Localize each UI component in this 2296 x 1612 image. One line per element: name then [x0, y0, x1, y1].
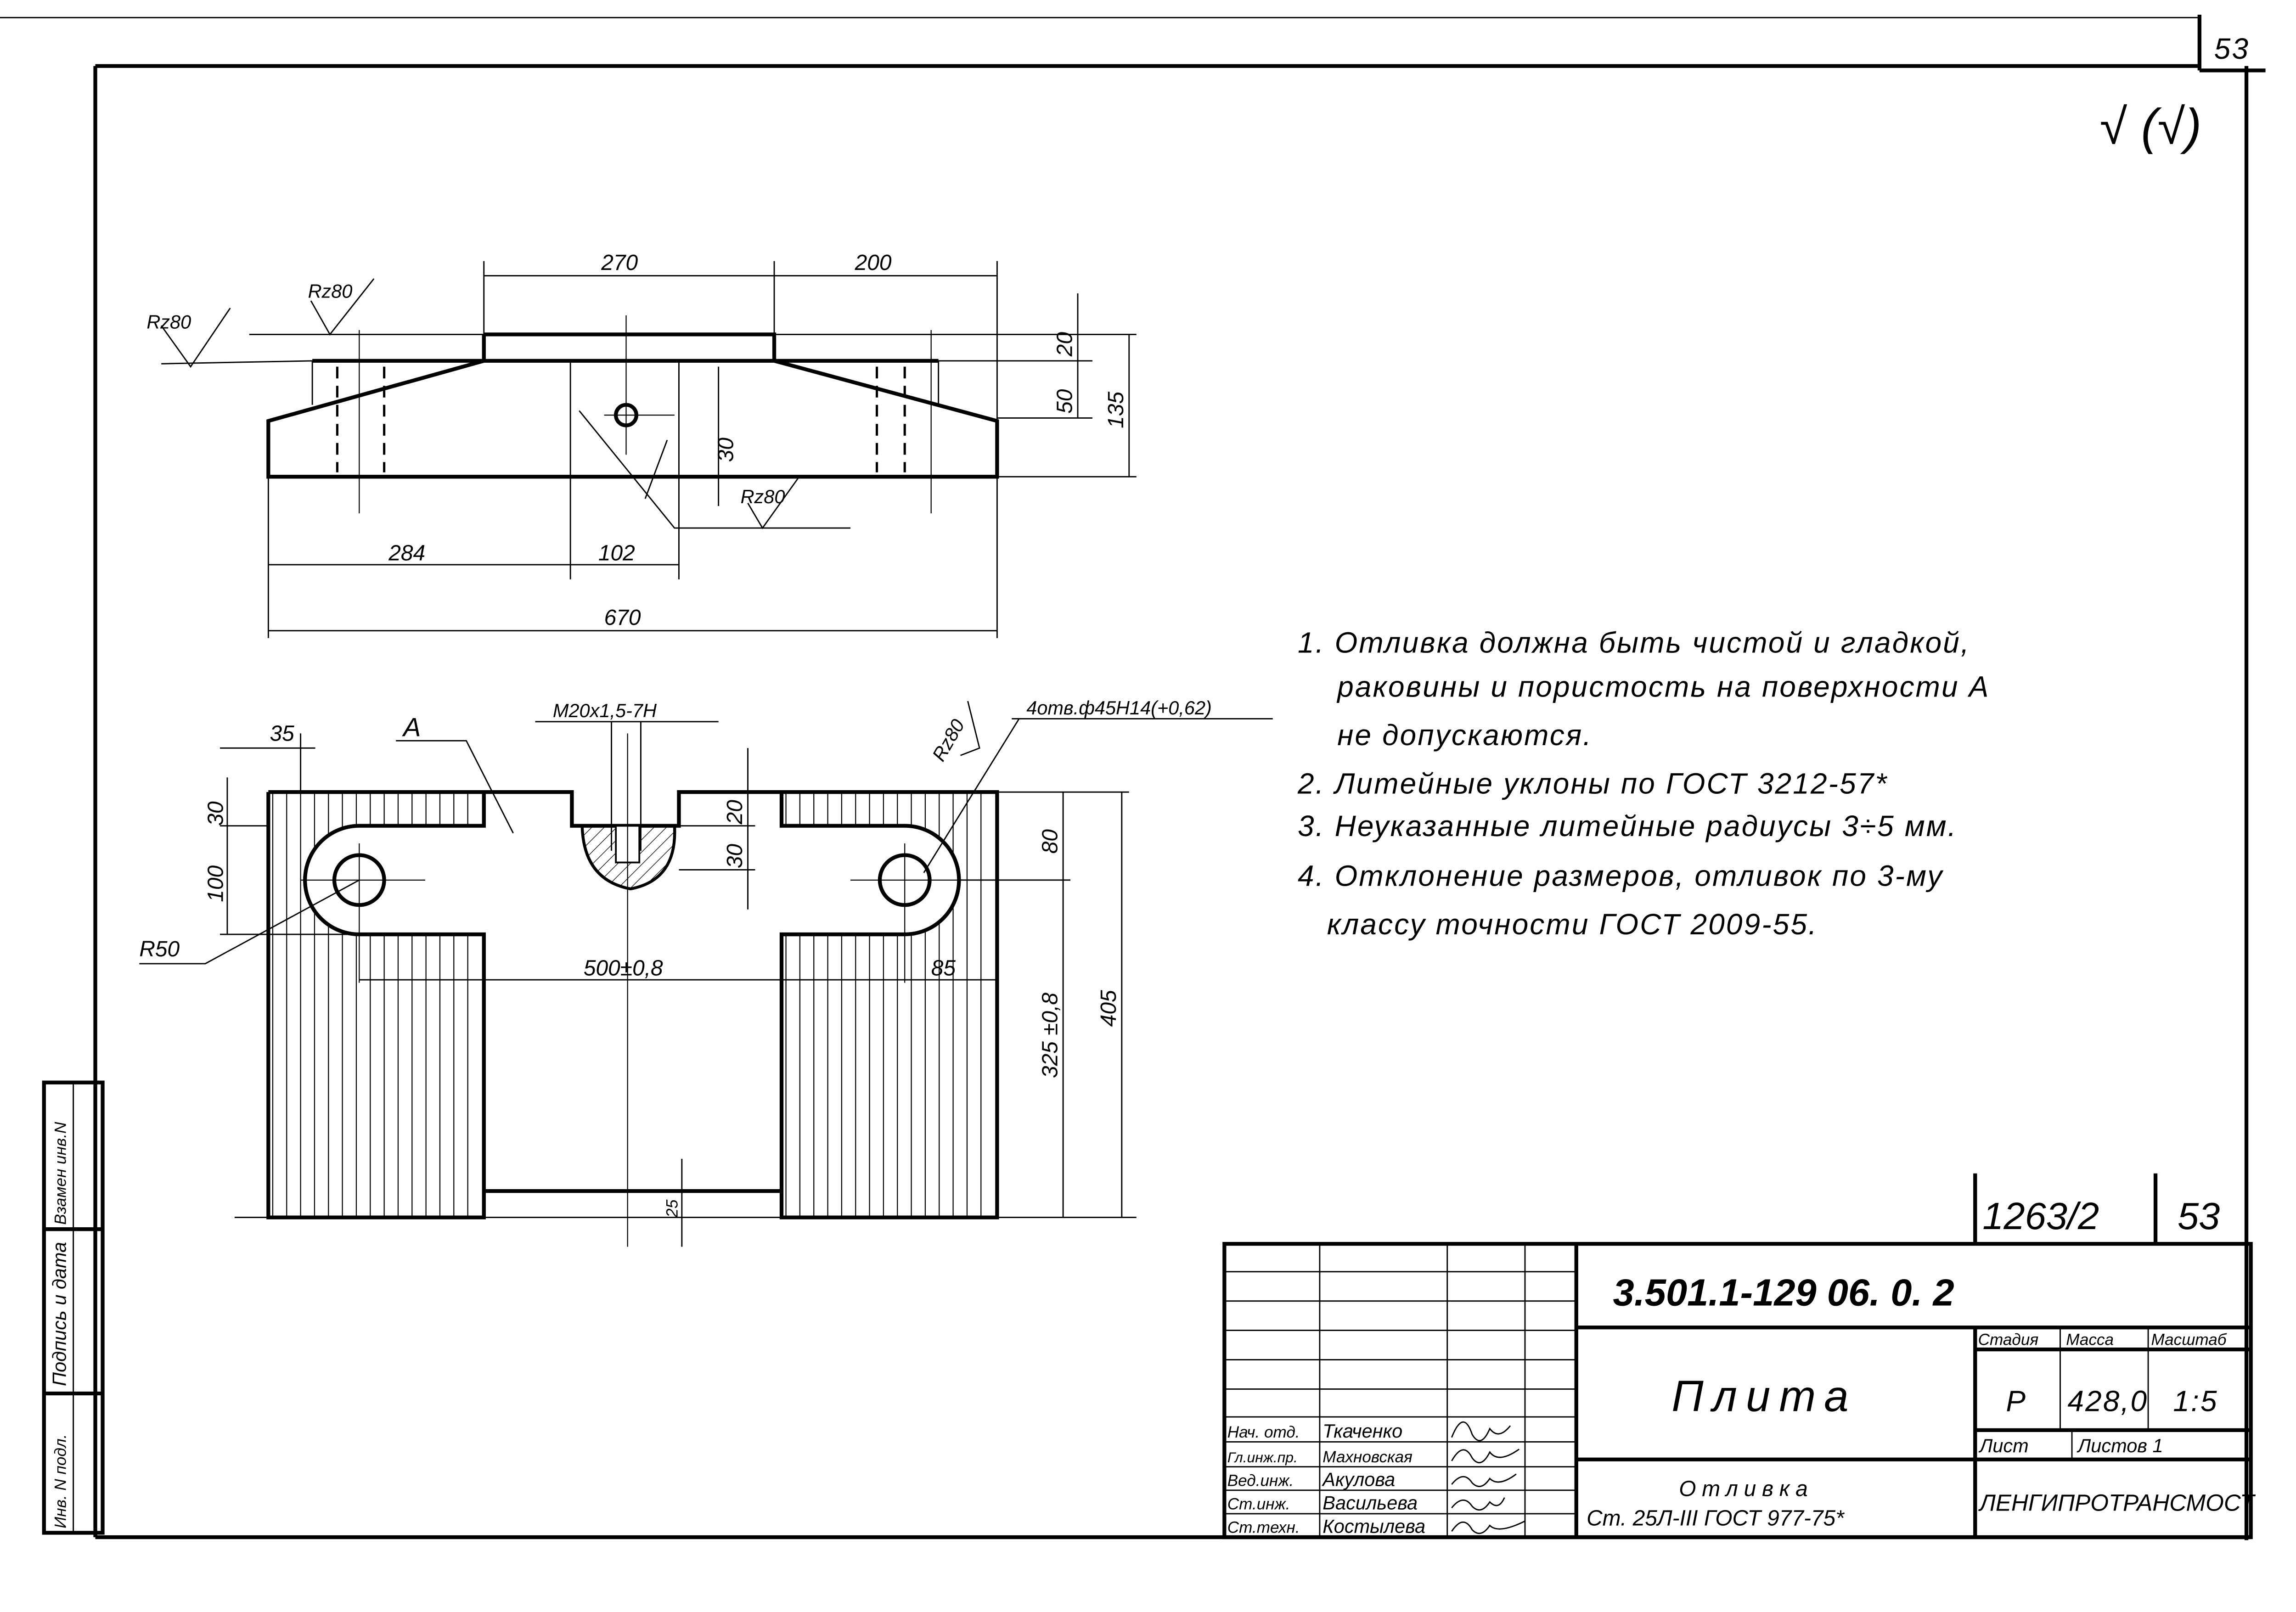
- surface-a-label: A: [402, 713, 421, 742]
- dim-30: 30: [714, 438, 738, 462]
- side-replace-inv: Взамен инв.N: [52, 1122, 70, 1225]
- dim-20: 20: [1052, 332, 1077, 357]
- material-type: Отливка: [1679, 1477, 1813, 1501]
- roughness-rz80-flange: Rz80: [308, 281, 353, 302]
- drawing-designation: 3.501.1-129 06. 0. 2: [1613, 1271, 1954, 1314]
- side-inv-original: Инв. N подл.: [52, 1434, 70, 1528]
- sheet-frame: [0, 14, 2266, 1540]
- signatory-name: Васильева: [1322, 1492, 1418, 1513]
- part-name: Плита: [1671, 1371, 1857, 1421]
- dim-500: 500±0,8: [584, 956, 663, 980]
- side-strip: Взамен инв.N Подпись и дата Инв. N подл.: [42, 1080, 105, 1535]
- side-signature-date: Подпись и дата: [49, 1242, 70, 1386]
- dim-270: 270: [601, 251, 638, 275]
- roughness-symbol-icon: √ (√): [2100, 99, 2202, 155]
- thread-label: M20x1,5-7H: [553, 700, 657, 721]
- scale-header: Масштаб: [2151, 1331, 2227, 1349]
- note-3: 3. Неуказанные литейные радиусы 3÷5 мм.: [1298, 809, 1958, 843]
- signatory-name: Махновская: [1322, 1448, 1412, 1466]
- sheets-label: Листов 1: [2077, 1435, 2163, 1456]
- page-number: 53: [2214, 32, 2250, 65]
- signatory-name: Ткаченко: [1322, 1420, 1402, 1442]
- note-1-line-3: не допускаются.: [1337, 719, 1593, 752]
- dim-50: 50: [1052, 389, 1077, 414]
- dim-405: 405: [1097, 990, 1121, 1027]
- dim-670: 670: [604, 606, 641, 630]
- mass-value: 428,0: [2067, 1384, 2148, 1417]
- roughness-rz80-plan: Rz80: [928, 715, 968, 764]
- dim-35: 35: [270, 721, 295, 746]
- dim-284: 284: [388, 541, 425, 565]
- material-grade: Ст. 25Л-III ГОСТ 977-75*: [1587, 1506, 1845, 1531]
- dim-30-plan: 30: [723, 844, 747, 869]
- album-number: 1263/2: [1982, 1195, 2099, 1237]
- signatory-role: Гл.инж.пр.: [1227, 1449, 1298, 1466]
- note-1-line-1: 1. Отливка должна быть чистой и гладкой,: [1298, 626, 1970, 659]
- dim-102: 102: [598, 541, 635, 565]
- dim-325: 325 ±0,8: [1038, 993, 1062, 1078]
- signatory-role: Ст.техн.: [1227, 1518, 1300, 1536]
- dim-30-left: 30: [203, 801, 228, 826]
- scale-value: 1:5: [2173, 1384, 2218, 1417]
- mass-header: Масса: [2066, 1331, 2114, 1349]
- roughness-rz80-bottom: Rz80: [741, 486, 785, 507]
- dim-200: 200: [855, 251, 892, 275]
- title-block: 1263/2 53 3.501.1-129 06. 0. 2 Плита Отл…: [1222, 1173, 2256, 1539]
- signatory-name: Акулова: [1321, 1468, 1395, 1490]
- radius-r50-label: R50: [139, 937, 180, 961]
- plan-view: 35 A M20x1,5-7H 4отв.ф45H14(+0,62) Rz80 …: [139, 697, 1273, 1247]
- signatory-name: Костылева: [1322, 1515, 1425, 1537]
- dim-100: 100: [203, 865, 228, 902]
- stage-header: Стадия: [1978, 1331, 2039, 1349]
- sheet-label: Лист: [1978, 1435, 2029, 1456]
- signatory-role: Нач. отд.: [1227, 1423, 1300, 1441]
- stage-value: Р: [2006, 1384, 2027, 1417]
- dim-135: 135: [1104, 392, 1128, 428]
- dim-20-plan: 20: [723, 800, 747, 825]
- dim-80: 80: [1038, 829, 1062, 854]
- note-4-line-2: классу точности ГОСТ 2009-55.: [1327, 908, 1818, 941]
- elevation-view: 270 200 20 50 135 30 284 102 670 Rz80 Rz…: [146, 251, 1137, 638]
- signatory-role: Ст.инж.: [1227, 1495, 1290, 1513]
- technical-notes: 1. Отливка должна быть чистой и гладкой,…: [1297, 626, 1990, 941]
- dim-25: 25: [663, 1199, 681, 1218]
- roughness-rz80-left: Rz80: [146, 311, 191, 333]
- note-4-line-1: 4. Отклонение размеров, отливок по 3-му: [1298, 859, 1944, 893]
- note-1-line-2: раковины и пористость на поверхности А: [1336, 670, 1990, 703]
- signatures: [1451, 1421, 1525, 1534]
- dim-85: 85: [931, 956, 956, 980]
- holes-label: 4отв.ф45H14(+0,62): [1026, 697, 1212, 719]
- note-2: 2. Литейные уклоны по ГОСТ 3212-57*: [1297, 767, 1888, 800]
- organization: ЛЕНГИПРОТРАНСМОСТ: [1978, 1490, 2256, 1516]
- signatory-role: Вед.инж.: [1227, 1472, 1294, 1489]
- album-sheet-number: 53: [2178, 1195, 2220, 1237]
